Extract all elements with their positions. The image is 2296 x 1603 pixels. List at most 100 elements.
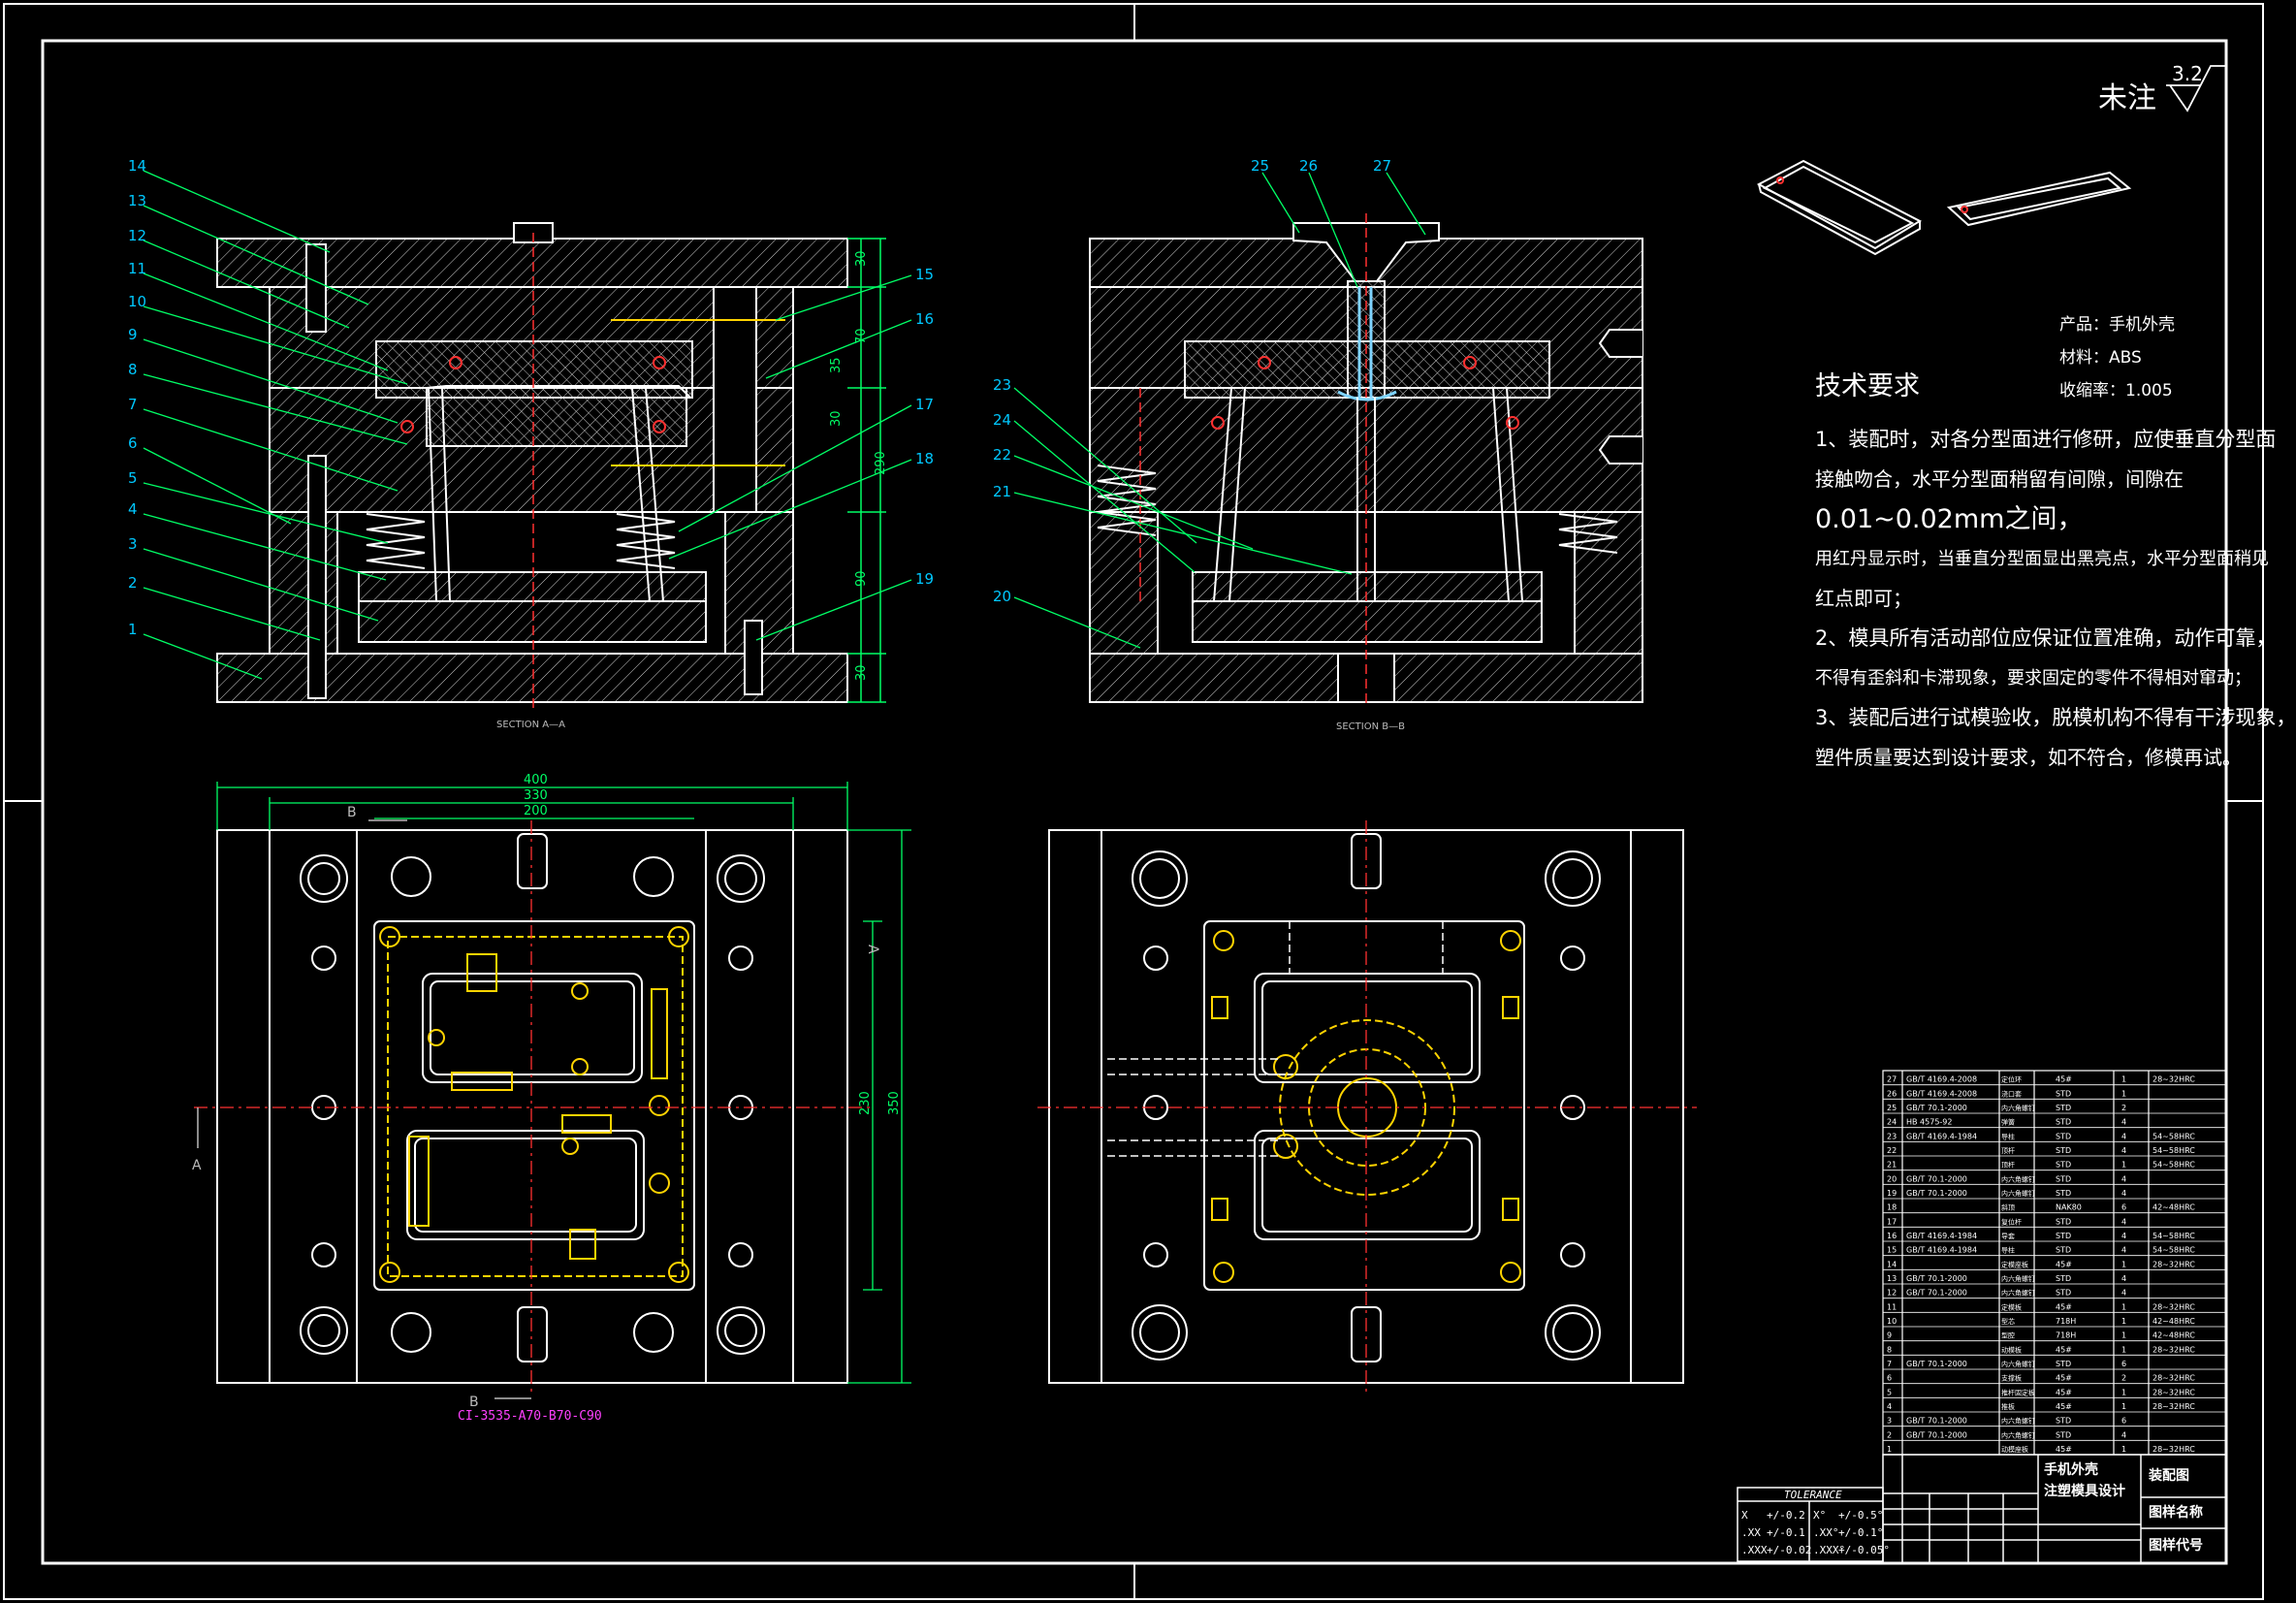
dim-a-5: 290 <box>874 451 888 475</box>
bom-cell: GB/T 70.1-2000 <box>1906 1189 1967 1198</box>
bom-cell: 2 <box>2121 1374 2126 1383</box>
bom-cell: STD <box>2056 1174 2071 1183</box>
bom-cell: 内六角螺钉 <box>2001 1189 2035 1198</box>
bom-cell: GB/T 70.1-2000 <box>1906 1104 1967 1112</box>
plan-moving-dimensions <box>216 782 911 1384</box>
bom-cell: 定模座板 <box>2001 1260 2028 1268</box>
bom-cell: 16 <box>1887 1232 1897 1240</box>
bom-cell: 25 <box>1887 1104 1897 1112</box>
bom-cell: 28~32HRC <box>2152 1075 2195 1084</box>
bom-cell: 4 <box>2121 1217 2126 1226</box>
bom-cell: 1 <box>2121 1075 2126 1084</box>
tech-line-3: 0.01~0.02mm之间， <box>1815 504 2084 534</box>
tech-line-2: 接触吻合，水平分型面稍留有间隙，间隙在 <box>1815 467 2184 491</box>
balloon-25: 25 <box>1251 157 1269 175</box>
bom-cell: 1 <box>2121 1260 2126 1268</box>
tech-line-5: 红点即可； <box>1815 587 1912 610</box>
bom-cell: 导套 <box>2001 1232 2015 1240</box>
drawing-code: 图样代号 <box>2149 1537 2203 1554</box>
dim-230: 230 <box>858 1091 873 1115</box>
plan-fixed-cooling <box>1107 921 1444 1157</box>
bom-cell: 21 <box>1887 1161 1897 1170</box>
bom-cell: 1 <box>2121 1302 2126 1311</box>
bom-cell: NAK80 <box>2056 1203 2082 1212</box>
bom-cell: 28~32HRC <box>2152 1402 2195 1411</box>
bom-cell: 1 <box>2121 1345 2126 1354</box>
bom-cell: 型腔 <box>2001 1331 2015 1340</box>
bom-cell: 17 <box>1887 1217 1897 1226</box>
bom-cell: 11 <box>1887 1302 1897 1311</box>
product-isometric-sketch <box>1756 159 2132 256</box>
bom-cell: 54~58HRC <box>2152 1146 2195 1155</box>
section-b-label: SECTION B—B <box>1336 721 1405 732</box>
view-label-b-bottom: B <box>469 1395 479 1410</box>
bom-cell: GB/T 70.1-2000 <box>1906 1174 1967 1183</box>
bom-cell: 54~58HRC <box>2152 1161 2195 1170</box>
bom-cell: 弹簧 <box>2001 1118 2015 1127</box>
balloon-20: 20 <box>993 588 1011 605</box>
balloon-11: 11 <box>128 260 146 277</box>
section-b-leaders <box>1013 172 1426 649</box>
plan-moving-holes <box>300 833 765 1363</box>
bom-cell: STD <box>2056 1132 2071 1140</box>
bom-cell: 45# <box>2056 1402 2072 1411</box>
bom-cell: 4 <box>2121 1274 2126 1283</box>
bom-cell: 45# <box>2056 1345 2072 1354</box>
tolerance-texts: TOLERANCE X +/-0.2 X° +/-0.5° .XX +/-0.1… <box>1741 1489 1890 1556</box>
plan-moving-dim-texts: 400 330 200 230 350 <box>524 773 902 1115</box>
balloon-10: 10 <box>128 293 146 310</box>
dim-350: 350 <box>887 1091 902 1115</box>
dim-a-4: 90 <box>854 570 869 587</box>
bom-cell: GB/T 4169.4-1984 <box>1906 1246 1977 1255</box>
bom-cell: 内六角螺钉 <box>2001 1289 2035 1298</box>
dim-a-6: 30 <box>854 664 869 681</box>
balloon-26: 26 <box>1299 157 1318 175</box>
bom-cell: 42~48HRC <box>2152 1317 2195 1326</box>
bom-cell: 45# <box>2056 1388 2072 1396</box>
bom-cell: 6 <box>2121 1203 2126 1212</box>
plan-view-fixed <box>1048 829 1684 1384</box>
bom-cell: STD <box>2056 1146 2071 1155</box>
bom-cell: 28~32HRC <box>2152 1260 2195 1268</box>
balloon-12: 12 <box>128 227 146 244</box>
unannotated-surface-note: 未注 <box>2098 81 2156 115</box>
bom-cell: 导柱 <box>2001 1246 2015 1255</box>
drawing-name: 图样名称 <box>2149 1504 2203 1521</box>
plan-fixed-centerlines <box>1037 820 1697 1393</box>
bom-cell: 4 <box>2121 1174 2126 1183</box>
bom-cell: 内六角螺钉 <box>2001 1430 2035 1439</box>
balloon-13: 13 <box>128 192 146 209</box>
tol-r1-c2: .XX° <box>1813 1526 1839 1539</box>
section-b-b-view <box>1089 213 1643 708</box>
bom-cell: STD <box>2056 1118 2071 1127</box>
bom-cell: 45# <box>2056 1445 2072 1454</box>
balloon-4: 4 <box>128 500 138 518</box>
bom-cell: 1 <box>2121 1402 2126 1411</box>
bom-cell: 20 <box>1887 1174 1897 1183</box>
bom-cell: 4 <box>2121 1146 2126 1155</box>
tol-r0-c1: +/-0.2 <box>1767 1509 1805 1522</box>
section-a-leaders <box>143 170 912 680</box>
bom-cell: 1 <box>2121 1331 2126 1340</box>
bom-cell: 9 <box>1887 1331 1892 1340</box>
bom-cell: 22 <box>1887 1146 1897 1155</box>
dim-400: 400 <box>524 773 548 787</box>
plan-view-moving <box>216 829 848 1384</box>
dim-a-1: 70 <box>854 328 869 344</box>
balloon-15: 15 <box>915 266 934 283</box>
bom-cell: STD <box>2056 1232 2071 1240</box>
dim-330: 330 <box>524 788 548 803</box>
section-a-balloons: 14 13 12 11 10 9 8 7 6 5 4 3 2 1 15 16 1… <box>128 157 934 638</box>
plan-moving-centerlines <box>194 820 873 1393</box>
tol-r1-c3: +/-0.1° <box>1838 1526 1883 1539</box>
tol-r2-c3: +/-0.05° <box>1838 1544 1890 1556</box>
bom-cell: 1 <box>1887 1445 1892 1454</box>
bom-cell: HB 4575-92 <box>1906 1118 1952 1127</box>
bom-cell: STD <box>2056 1246 2071 1255</box>
bom-cell: 1 <box>2121 1317 2126 1326</box>
bom-cell: 45# <box>2056 1260 2072 1268</box>
bom-cell: 2 <box>1887 1430 1892 1439</box>
bom-cell: 1 <box>2121 1388 2126 1396</box>
bom-cell: 28~32HRC <box>2152 1302 2195 1311</box>
